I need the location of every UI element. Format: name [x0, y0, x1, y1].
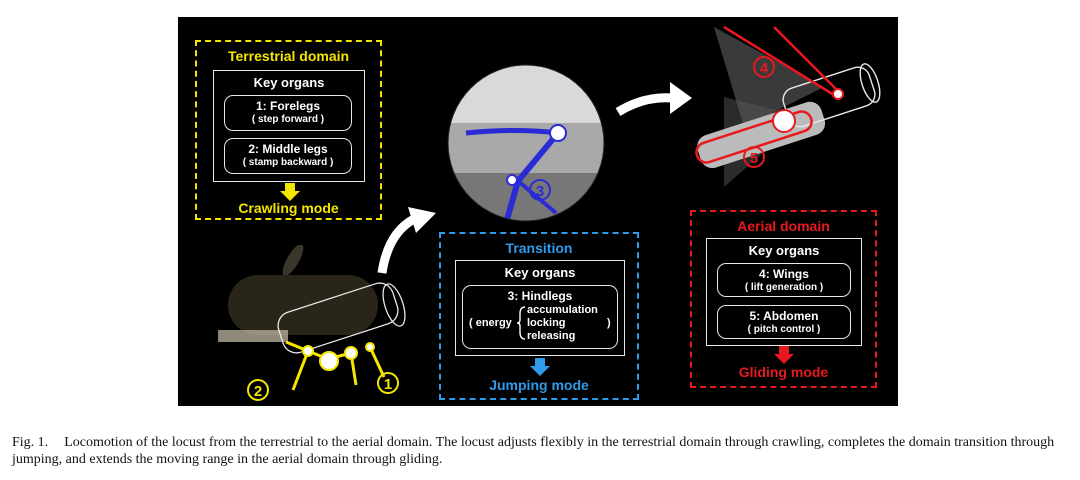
organ-hindlegs: 3: Hindlegs ( energy accumulation lockin…	[462, 285, 618, 349]
terrestrial-key-organs-box: Key organs 1: Forelegs ( step forward ) …	[213, 70, 365, 182]
caption-text: Locomotion of the locust from the terres…	[12, 435, 1055, 467]
terrestrial-key-organs-title: Key organs	[253, 75, 325, 90]
energy-item-accumulation: accumulation	[527, 304, 598, 316]
transition-domain-box: Transition Key organs 3: Hindlegs ( ener…	[439, 232, 639, 400]
organ-abdomen: 5: Abdomen ( pitch control )	[717, 305, 851, 339]
crawling-locust-image: 2 1	[218, 245, 406, 401]
aerial-domain-box: Aerial domain Key organs 4: Wings ( lift…	[690, 210, 877, 388]
figure-caption: Fig. 1.Locomotion of the locust from the…	[12, 434, 1068, 468]
hindleg-inset-image: 3	[447, 64, 605, 222]
organ-middle-legs-name: 2: Middle legs	[248, 142, 328, 156]
transition-title: Transition	[505, 240, 573, 256]
organ-forelegs: 1: Forelegs ( step forward )	[224, 95, 352, 131]
gliding-mode-label: Gliding mode	[738, 364, 829, 380]
marker-2: 2	[254, 383, 262, 400]
terrestrial-down-arrow-icon	[280, 183, 300, 201]
aerial-domain-title: Aerial domain	[737, 218, 830, 234]
curved-arrow-icon-2	[615, 82, 692, 116]
organ-middle-legs-desc: ( stamp backward )	[242, 157, 334, 168]
organ-abdomen-name: 5: Abdomen	[749, 309, 819, 323]
terrestrial-domain-title: Terrestrial domain	[227, 48, 350, 64]
energy-label: ( energy	[469, 317, 512, 329]
organ-wings-desc: ( lift generation )	[744, 282, 824, 293]
marker-3: 3	[536, 183, 544, 200]
energy-item-releasing: releasing	[527, 330, 576, 342]
aerial-key-organs-title: Key organs	[748, 243, 820, 258]
organ-middle-legs: 2: Middle legs ( stamp backward )	[224, 138, 352, 174]
caption-label: Fig. 1.	[12, 435, 49, 450]
transition-down-arrow-icon	[530, 358, 550, 376]
aerial-down-arrow-icon	[774, 346, 794, 364]
organ-forelegs-desc: ( step forward )	[251, 114, 325, 125]
crawling-mode-label: Crawling mode	[238, 200, 339, 216]
jumping-mode-label: Jumping mode	[489, 377, 589, 393]
aerial-key-organs-box: Key organs 4: Wings ( lift generation ) …	[706, 238, 862, 346]
gliding-locust-image: 4 5	[695, 25, 881, 187]
marker-4: 4	[760, 60, 769, 77]
energy-brace-icon	[517, 306, 526, 340]
energy-item-locking: locking	[527, 317, 566, 329]
transition-key-organs-title: Key organs	[504, 265, 576, 280]
organ-wings-name: 4: Wings	[759, 267, 809, 281]
marker-5: 5	[750, 150, 758, 167]
energy-close-paren: )	[607, 317, 611, 329]
organ-forelegs-name: 1: Forelegs	[255, 99, 321, 113]
organ-wings: 4: Wings ( lift generation )	[717, 263, 851, 297]
figure-panel: Terrestrial domain Key organs 1: Foreleg…	[178, 17, 898, 406]
marker-1: 1	[384, 376, 392, 393]
organ-hindlegs-name: 3: Hindlegs	[507, 289, 573, 303]
transition-key-organs-box: Key organs 3: Hindlegs ( energy accumula…	[455, 260, 625, 356]
organ-abdomen-desc: ( pitch control )	[747, 324, 821, 335]
terrestrial-domain-box: Terrestrial domain Key organs 1: Foreleg…	[195, 40, 382, 220]
curved-arrow-icon-1	[377, 207, 436, 274]
